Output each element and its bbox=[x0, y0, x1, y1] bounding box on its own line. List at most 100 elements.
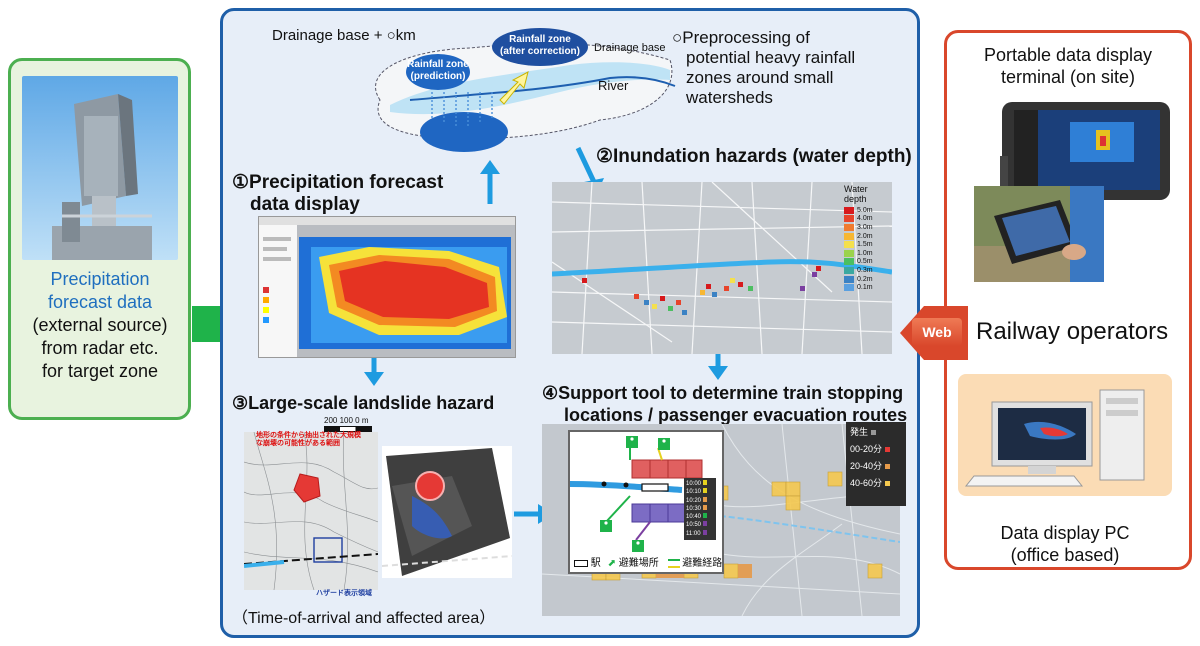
legend-onset: 発生 bbox=[850, 426, 902, 438]
water-depth-legend-row: 4.0m bbox=[844, 215, 892, 224]
water-depth-swatch bbox=[844, 275, 854, 283]
evacuation-time: 10:10 bbox=[686, 489, 702, 496]
section-3-caption: （Time-of-arrival and affected area） bbox=[232, 610, 496, 627]
arrow-up-to-diagram bbox=[480, 160, 500, 204]
water-depth-swatch bbox=[844, 232, 854, 240]
section-1-title: ①Precipitation forecast data display bbox=[232, 172, 443, 216]
water-depth-level: 3.0m bbox=[857, 223, 873, 231]
station-label: 駅 bbox=[590, 558, 601, 569]
water-depth-level: 0.5m bbox=[857, 258, 873, 266]
landslide-3d-view bbox=[382, 446, 512, 578]
evacuation-time: 10:00 bbox=[686, 481, 702, 487]
water-depth-swatch bbox=[844, 284, 854, 292]
evacuation-time-swatch bbox=[703, 504, 708, 510]
water-depth-level: 2.0m bbox=[857, 232, 873, 240]
rainfall-zone-corrected: Rainfall zone (after correction) bbox=[492, 28, 588, 66]
water-depth-level: 0.2m bbox=[857, 275, 873, 283]
section-2-title: ②Inundation hazards (water depth) bbox=[596, 146, 912, 167]
landslide-jp-note-line1: 地形の条件から抽出された大規模 bbox=[256, 432, 361, 439]
evacuation-time: 10:50 bbox=[686, 522, 702, 529]
inundation-map bbox=[552, 182, 892, 354]
water-depth-swatch bbox=[844, 215, 854, 223]
water-depth-legend-row: 0.1m bbox=[844, 283, 892, 292]
water-depth-swatch bbox=[844, 223, 854, 231]
left-line-4: from radar etc. bbox=[41, 338, 159, 358]
hazard-area-label: ハザード表示領域 bbox=[316, 590, 372, 597]
water-depth-level: 0.1m bbox=[857, 284, 873, 292]
evacuation-time-swatch bbox=[702, 529, 707, 535]
section-4-title: ④Support tool to determine train stoppin… bbox=[542, 382, 907, 426]
water-depth-level: 1.5m bbox=[857, 241, 873, 249]
pc-line1: Data display PC bbox=[1000, 523, 1130, 543]
left-line-2: forecast data bbox=[47, 292, 153, 312]
river-label: River bbox=[598, 78, 629, 93]
evacuation-time: 10:20 bbox=[686, 497, 702, 504]
water-depth-level: 4.0m bbox=[857, 215, 873, 223]
evacuation-time-swatch bbox=[703, 496, 708, 502]
water-depth-level: 0.3m bbox=[857, 266, 873, 274]
left-line-3: (external source) bbox=[32, 315, 168, 335]
water-depth-legend-row: 0.2m bbox=[844, 275, 892, 284]
arrival-time-legend: 発生 00-20分 20-40分 40-60分 bbox=[846, 422, 906, 506]
legend-0-20: 00-20分 bbox=[850, 443, 902, 455]
rainfall-zone-prediction: Rainfall zone (prediction) bbox=[406, 54, 470, 90]
evacuation-time: 10:40 bbox=[686, 514, 702, 521]
evacuation-time-row: 10:20 bbox=[686, 496, 714, 505]
evacuation-time-swatch bbox=[703, 513, 708, 519]
evacuation-time-row: 10:30 bbox=[686, 504, 714, 513]
water-depth-level: 1.0m bbox=[857, 249, 873, 257]
preprocessing-line2: potential heavy rainfall bbox=[686, 48, 856, 67]
evacuation-time-swatch bbox=[703, 521, 708, 527]
section-4-line2: locations / passenger evacuation routes bbox=[564, 405, 908, 425]
preprocessing-line3: zones around small bbox=[686, 68, 834, 87]
water-depth-swatch bbox=[844, 249, 854, 257]
water-depth-title: Water depth bbox=[844, 184, 868, 204]
rainfall-zone-prediction-line2: (prediction) bbox=[410, 71, 466, 82]
tablet-image bbox=[1000, 96, 1172, 204]
evacuation-time-row: 10:50 bbox=[686, 521, 714, 529]
water-depth-swatch bbox=[844, 258, 854, 266]
evacuation-time-row: 11:00 bbox=[686, 529, 714, 538]
web-badge: Web bbox=[912, 318, 962, 346]
precipitation-forecast-screen bbox=[258, 216, 516, 358]
evacuation-time: 10:30 bbox=[686, 505, 702, 512]
route-label: 避難経路 bbox=[682, 558, 723, 569]
water-depth-legend-row: 1.5m bbox=[844, 240, 892, 249]
section-3-title: ③Large-scale landslide hazard bbox=[232, 393, 495, 413]
water-depth-legend-row: 2.0m bbox=[844, 232, 892, 241]
legend-40-60: 40-60分 bbox=[850, 477, 902, 489]
railway-operators-label: Railway operators bbox=[976, 318, 1169, 345]
preprocessing-note: ○Preprocessing of potential heavy rainfa… bbox=[672, 28, 912, 108]
evacuation-time-row: 10:00 bbox=[686, 480, 714, 488]
rainfall-zone-prediction-line1: Rainfall zone bbox=[407, 59, 469, 70]
station-icon bbox=[574, 559, 588, 567]
portable-line2: terminal (on site) bbox=[1000, 67, 1136, 87]
landslide-relief-map bbox=[244, 432, 378, 590]
portable-terminal-label: Portable data display terminal (on site) bbox=[948, 44, 1188, 88]
office-pc-image bbox=[964, 380, 1166, 492]
landslide-scale: 200 100 0 m bbox=[324, 416, 369, 425]
water-depth-legend-row: 0.3m bbox=[844, 266, 892, 275]
office-pc-label: Data display PC (office based) bbox=[958, 522, 1172, 566]
route-icon bbox=[667, 558, 680, 568]
evacuation-legend: 駅 ⬈ 避難場所 避難経路 bbox=[574, 554, 724, 569]
rainfall-zone-corrected-line2: (after correction) bbox=[499, 46, 580, 57]
external-source-text: Precipitation forecast data (external so… bbox=[12, 268, 188, 383]
drainage-base-label: Drainage base bbox=[594, 42, 666, 54]
tablet-in-hand-photo bbox=[974, 186, 1104, 282]
evacuation-time-swatch bbox=[703, 480, 708, 485]
evacuation-time-row: 10:40 bbox=[686, 513, 714, 521]
water-depth-legend-row: 5.0m bbox=[844, 206, 892, 215]
pc-line2: (office based) bbox=[1010, 545, 1120, 565]
preprocessing-line4: watersheds bbox=[686, 88, 773, 107]
section-1-line2: data display bbox=[250, 194, 360, 215]
rainfall-zone-corrected-line1: Rainfall zone bbox=[509, 34, 571, 45]
shelter-icon: ⬈ bbox=[607, 558, 616, 569]
landslide-jp-note-line2: な崩壊の可能性がある範囲 bbox=[256, 440, 340, 447]
evacuation-time-row: 10:10 bbox=[686, 488, 714, 496]
radar-photo bbox=[22, 76, 178, 260]
water-depth-swatch bbox=[844, 266, 854, 274]
water-depth-legend-row: 3.0m bbox=[844, 223, 892, 232]
